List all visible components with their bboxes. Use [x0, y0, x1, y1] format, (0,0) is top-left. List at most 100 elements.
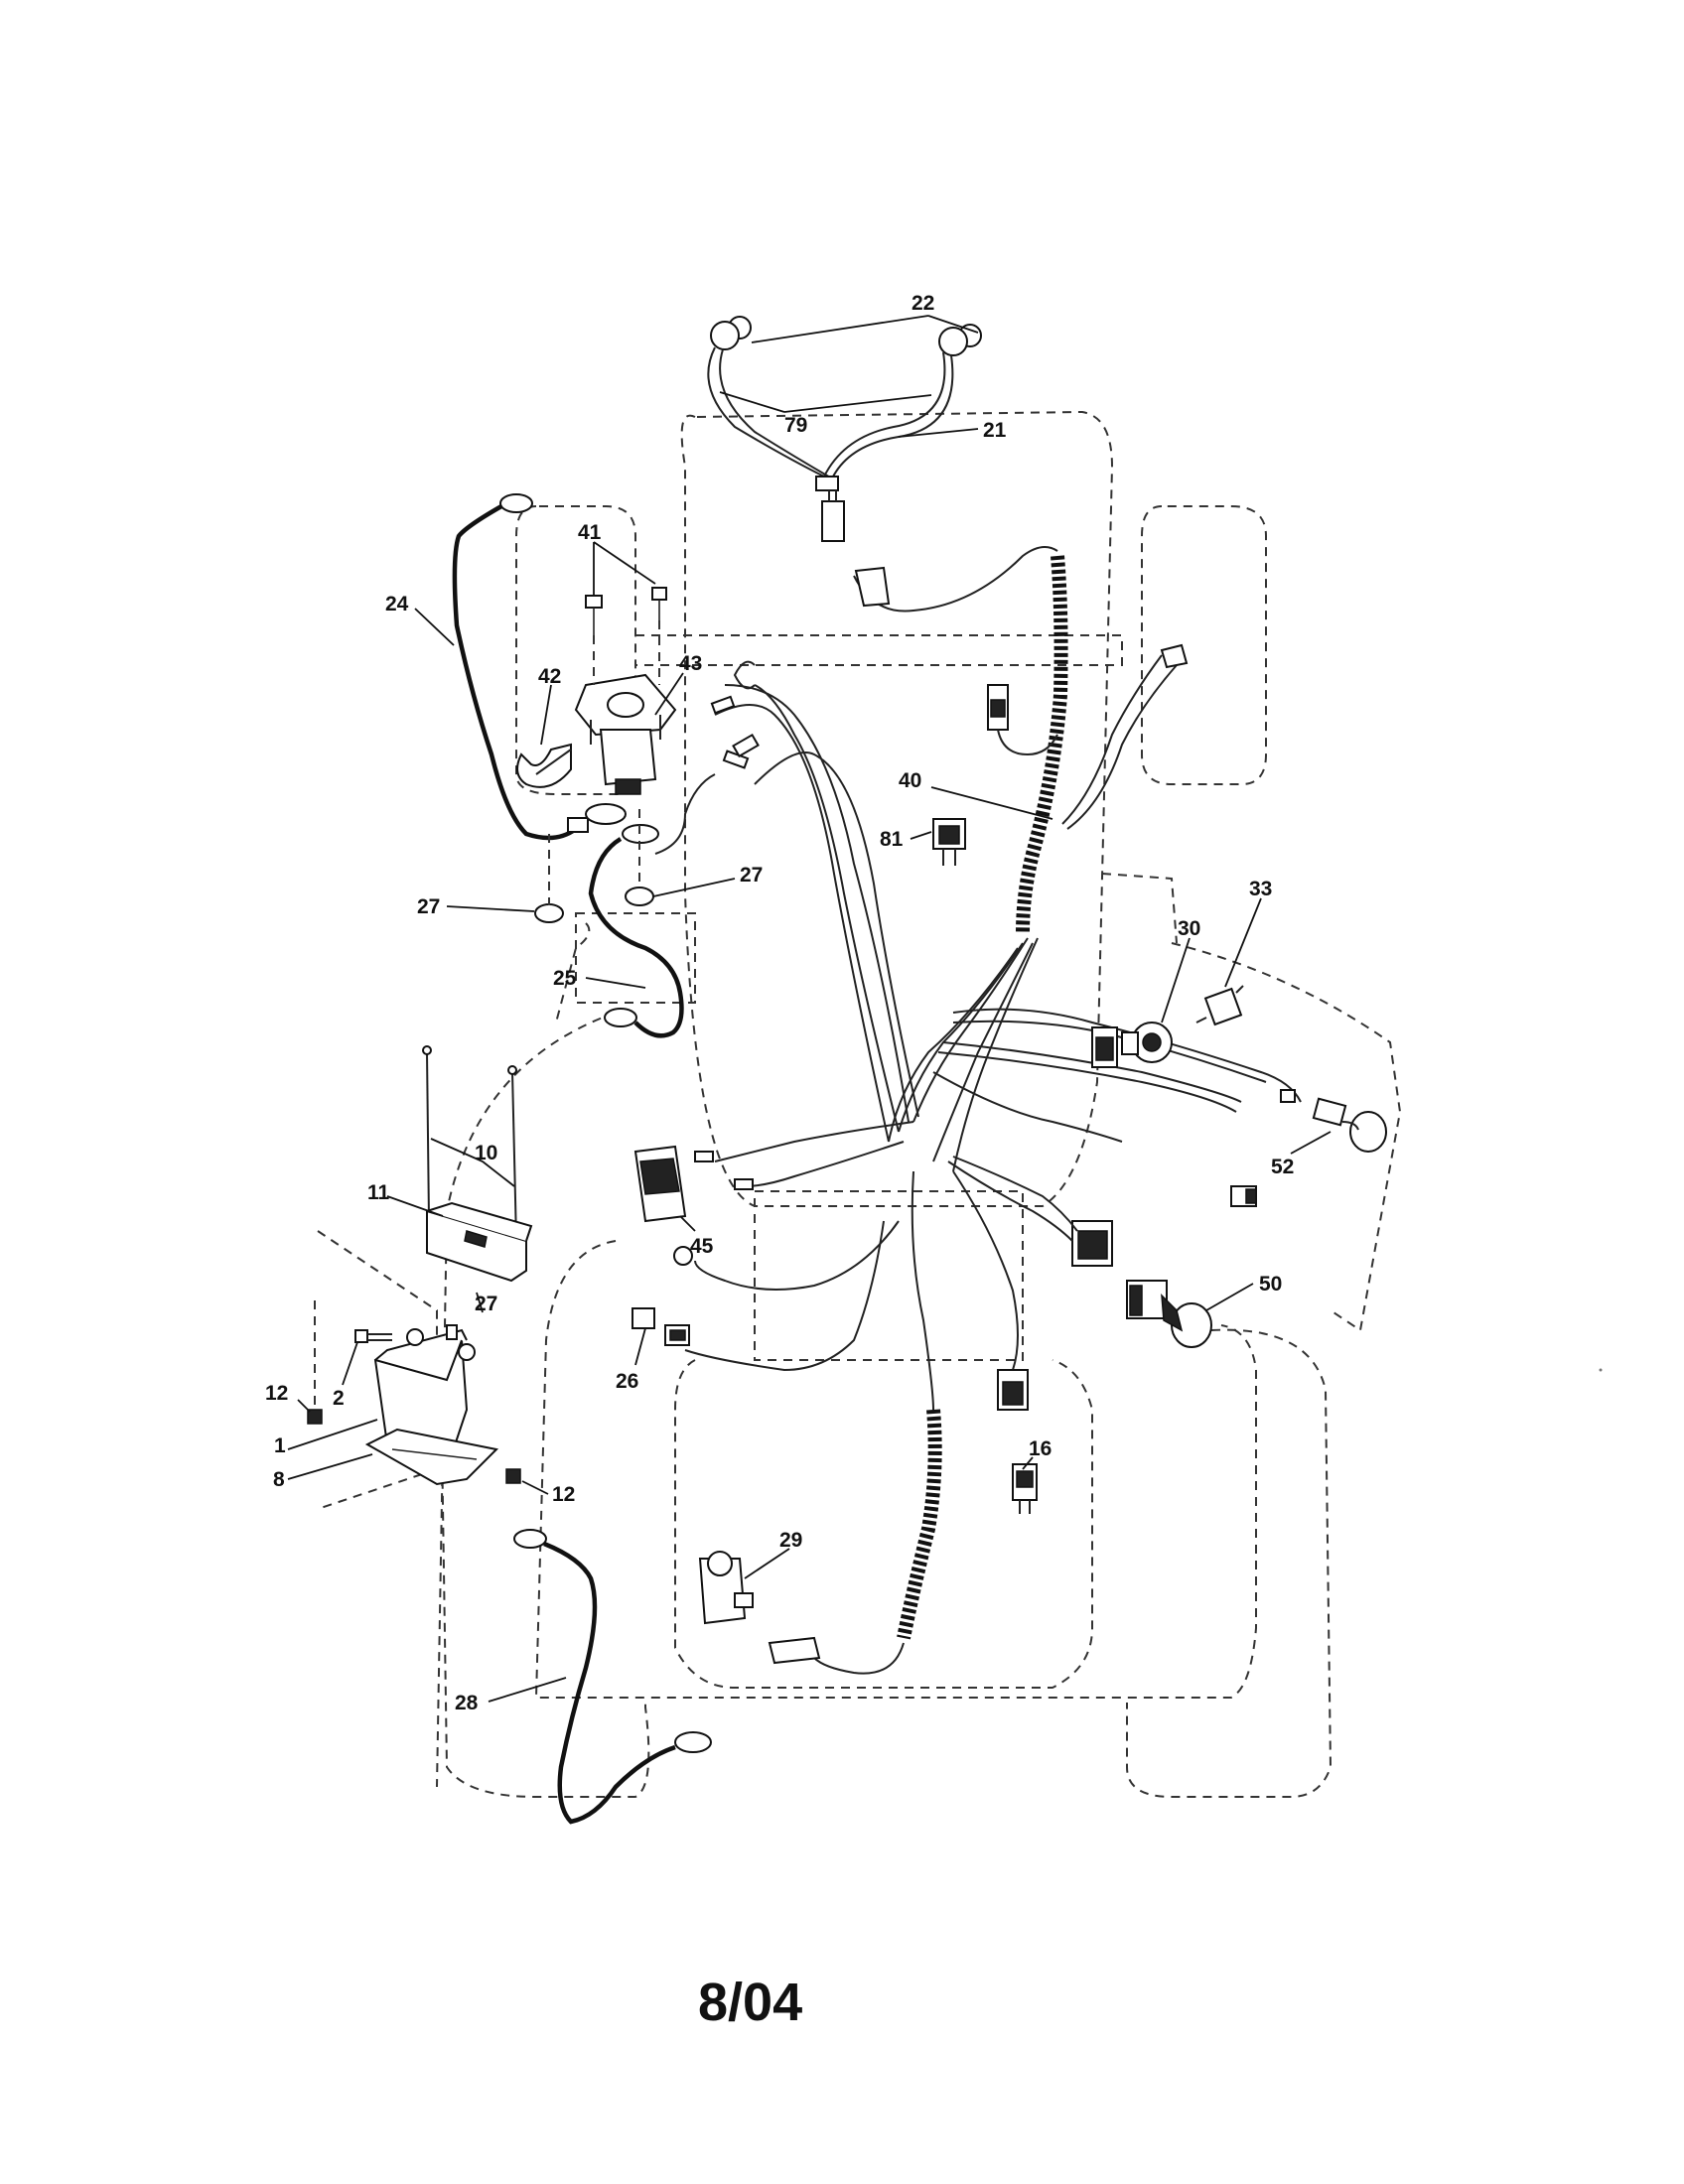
component-16-face: [1016, 1470, 1034, 1488]
module-45: [633, 1145, 687, 1223]
connector-26-a: [632, 1307, 655, 1329]
main-harness: [654, 546, 1302, 1675]
headlight-wire-left-2: [719, 348, 833, 479]
callout-50: 50: [1259, 1273, 1282, 1296]
bracket-11-slot: [464, 1230, 488, 1248]
battery-tray-8: [364, 1428, 499, 1486]
harness-plug-top: [854, 566, 891, 608]
harness-trunk-3: [888, 947, 1019, 1143]
battery-bolt-2: [354, 1324, 458, 1343]
ignition-switch-30: [1091, 1022, 1173, 1068]
battery-bracket-outline: [555, 922, 591, 1024]
callout-81: 81: [880, 828, 904, 851]
relay-face: [938, 825, 960, 845]
leader-lines: [287, 315, 1332, 1703]
cable-25-ring-bottom: [604, 1008, 637, 1027]
solenoid-43-stud: [615, 778, 641, 795]
headlight-connector-top: [815, 476, 839, 491]
leader-79: [719, 391, 932, 413]
leader-28: [488, 1677, 567, 1703]
boot-42-edge: [535, 749, 572, 775]
callout-42: 42: [538, 665, 561, 688]
headlight-connector-wires: [828, 490, 837, 501]
harness-loop: [733, 660, 756, 690]
harness-branch-ground: [694, 1220, 900, 1291]
leader-27-right: [652, 878, 736, 897]
bracket-11-top: [426, 1201, 533, 1242]
harness-branch-cable-25: [654, 773, 716, 855]
solenoid-43-legs: [590, 715, 661, 745]
component-52: [1230, 1089, 1387, 1207]
rod-10-left: [426, 1051, 430, 1222]
terminal-d: [734, 1178, 754, 1190]
leader-30: [1161, 937, 1191, 1024]
battery-terminal-neg: [458, 1343, 476, 1361]
terminal-a: [710, 695, 736, 715]
leader-12-right: [521, 1480, 549, 1495]
leader-33: [1224, 897, 1262, 988]
nut-12-left: [307, 1409, 323, 1425]
harness-branch-26: [684, 1220, 885, 1372]
harness-trunk-1: [912, 937, 1029, 1123]
cable-28: [543, 1541, 676, 1825]
battery-tray-body: [364, 1428, 499, 1486]
harness-plug-right: [1160, 643, 1189, 669]
callout-10: 10: [475, 1142, 497, 1164]
callout-33: 33: [1249, 878, 1272, 900]
headlight-wire-right: [823, 351, 946, 478]
connector-16-area-body: [1002, 1381, 1024, 1406]
leader-26: [634, 1327, 646, 1366]
hold-down-rods-10: [422, 1045, 517, 1242]
harness-branch-45-2: [744, 1141, 905, 1187]
switch-33: [1195, 985, 1244, 1026]
solenoid-29-cap: [707, 1551, 733, 1576]
harness-connector-mid-wire: [997, 729, 1058, 756]
component-16-pins: [1019, 1500, 1031, 1514]
leader-22: [751, 315, 979, 343]
callout-8: 8: [273, 1468, 285, 1491]
callout-45: 45: [690, 1235, 714, 1258]
harness-branch-52-2: [937, 1051, 1237, 1113]
rear-wheel-right: [1126, 1328, 1333, 1798]
nut-27-left: [534, 903, 564, 923]
leader-1: [287, 1419, 378, 1450]
battery-top: [374, 1328, 468, 1361]
callout-30: 30: [1178, 917, 1200, 940]
cable-28-ring-bottom: [674, 1731, 712, 1753]
battery-cable-28: [513, 1529, 712, 1825]
component-52-bulb: [1349, 1111, 1387, 1153]
harness-branch-six-pin-2: [952, 1156, 1078, 1232]
battery-cable-25: [588, 824, 684, 1038]
switch-33-tabs: [1195, 985, 1244, 1024]
callout-11: 11: [367, 1181, 390, 1204]
leader-42: [540, 684, 552, 746]
callout-12-left: 12: [265, 1382, 288, 1405]
rear-inner-deck: [674, 1359, 1093, 1689]
callout-27-left: 27: [417, 895, 440, 918]
harness-branch-solenoid-4: [714, 704, 890, 1143]
leader-2: [342, 1341, 358, 1386]
harness-branch-45-1: [714, 1121, 914, 1162]
leader-8: [287, 1453, 373, 1480]
pto-switch-stem: [1161, 1294, 1184, 1332]
leader-41: [593, 541, 656, 596]
relay-pins: [942, 849, 956, 866]
callout-22: 22: [912, 292, 934, 315]
harness-rear-trunk: [911, 1170, 934, 1411]
connector-six-pin-body: [1077, 1230, 1108, 1260]
tractor-outline: [317, 410, 1402, 1798]
hold-down-bracket-11: [426, 1201, 533, 1283]
harness-branch-top: [853, 546, 1058, 613]
callout-21: 21: [983, 419, 1007, 442]
component-52-wire: [1341, 1121, 1359, 1131]
module-45-face: [639, 1158, 680, 1195]
bolt-2-shank: [367, 1333, 392, 1341]
headlight-socket-right: [938, 327, 968, 356]
harness-branch-solenoid-2: [724, 684, 910, 1123]
nut-12-right: [505, 1468, 521, 1484]
fender-right: [1171, 942, 1402, 1332]
harness-branch-six-pin: [947, 1160, 1073, 1242]
connector-26-b-body: [669, 1329, 686, 1341]
rod-10-left-tip: [422, 1045, 432, 1055]
harness-coil-front: [1016, 555, 1068, 934]
